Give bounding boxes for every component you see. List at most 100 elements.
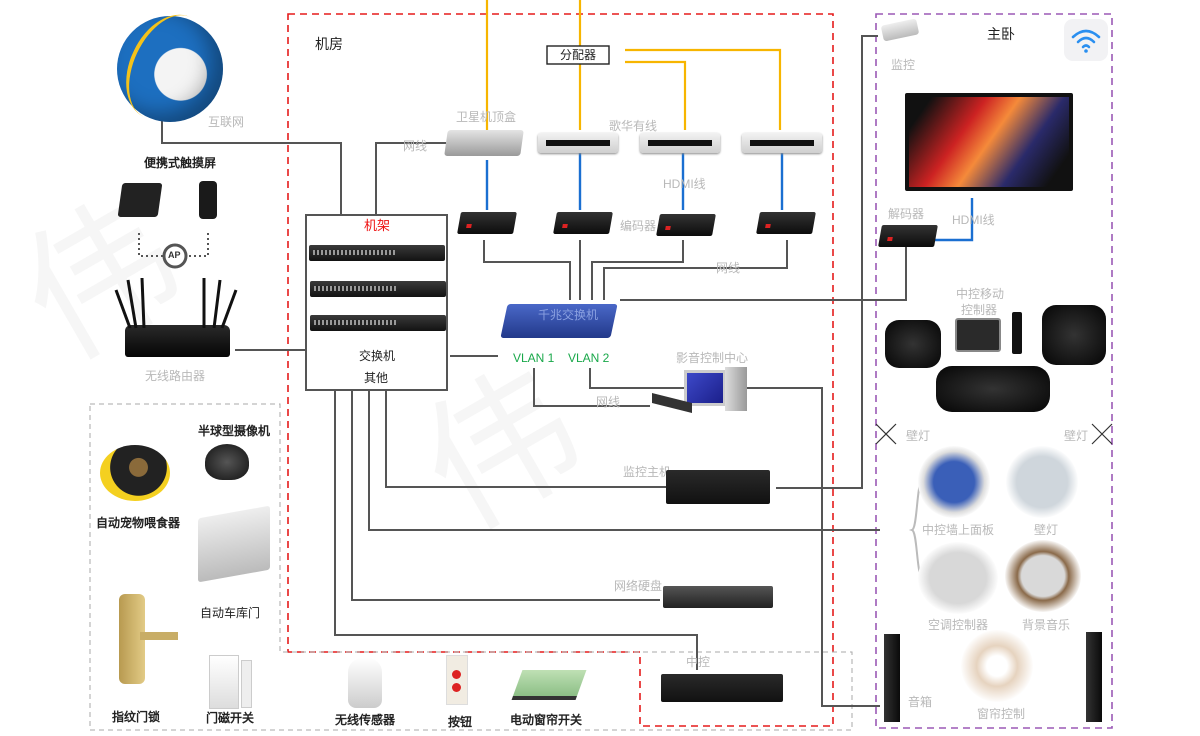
nvr-host-label: 监控主机 bbox=[623, 465, 672, 479]
network-cable-label: 网线 bbox=[403, 139, 428, 153]
rack-switch-3 bbox=[310, 315, 446, 331]
ac-controller-label: 空调控制器 bbox=[928, 618, 989, 632]
wall-tablet-icon bbox=[117, 183, 163, 217]
door-sensor-icon bbox=[209, 655, 239, 709]
speaker-left-icon bbox=[884, 634, 900, 722]
dome-camera-label: 半球型摄像机 bbox=[198, 424, 271, 438]
fingerprint-lock-label: 指纹门锁 bbox=[112, 710, 161, 724]
central-control-icon bbox=[661, 674, 783, 702]
tv-icon bbox=[905, 93, 1073, 191]
curtain-photo bbox=[961, 630, 1033, 702]
central-control-label: 中控 bbox=[686, 655, 711, 669]
wall-lamp-symbols bbox=[875, 423, 1113, 445]
wall-panel-photo bbox=[918, 446, 990, 518]
lock-handle bbox=[140, 632, 178, 640]
touch-panel-icon bbox=[955, 318, 1001, 352]
av-control-center-label: 影音控制中心 bbox=[676, 351, 749, 365]
bedroom-hdmi-label: HDMI线 bbox=[952, 213, 995, 227]
encoder-label: 编码器 bbox=[620, 219, 657, 233]
cable-tv-label: 歌华有线 bbox=[609, 119, 658, 133]
cable-tv-box-1 bbox=[538, 133, 618, 153]
router-antennas bbox=[114, 277, 238, 329]
network-disk-icon bbox=[663, 586, 773, 608]
wall-lamp-left-label: 壁灯 bbox=[906, 429, 931, 443]
curtain-switch-label: 电动窗帘开关 bbox=[510, 713, 583, 727]
button-remote-icon bbox=[446, 655, 468, 705]
decoder-label: 解码器 bbox=[888, 207, 925, 221]
pet-feeder-label: 自动宠物喂食器 bbox=[96, 516, 181, 530]
wall-lamp-right-label: 壁灯 bbox=[1064, 429, 1089, 443]
curtain-label: 窗帘控制 bbox=[977, 707, 1026, 721]
globe-icon bbox=[117, 16, 223, 122]
router-label: 无线路由器 bbox=[145, 369, 206, 383]
smartphone-icon bbox=[199, 181, 217, 219]
ap-icon bbox=[162, 243, 188, 269]
decoder-icon bbox=[878, 225, 938, 247]
machine-room-title: 机房 bbox=[315, 37, 343, 53]
bg-music-photo bbox=[1005, 540, 1081, 612]
coax-cables bbox=[485, 0, 782, 130]
ap-label: AP bbox=[168, 250, 181, 260]
wireless-router-icon bbox=[125, 325, 230, 357]
rack-switch-2 bbox=[310, 281, 446, 297]
garage-door-opener-icon bbox=[198, 505, 270, 583]
remote-control-icon bbox=[1012, 312, 1022, 354]
internet-label: 互联网 bbox=[208, 115, 245, 129]
door-magnet-icon bbox=[241, 660, 252, 708]
network-disk-label: 网络硬盘 bbox=[614, 579, 663, 593]
monitor-icon bbox=[684, 370, 726, 406]
rack-box bbox=[305, 214, 448, 391]
pc-tower-icon bbox=[725, 367, 747, 411]
encoder-1 bbox=[457, 212, 517, 234]
ac-controller-photo bbox=[918, 542, 998, 614]
mobile-controller-label-2: 控制器 bbox=[961, 303, 998, 317]
satellite-box-label: 卫星机顶盒 bbox=[456, 110, 517, 124]
bg-music-label: 背景音乐 bbox=[1022, 618, 1071, 632]
rack-switch-1 bbox=[309, 245, 445, 261]
wall-lamp-photo bbox=[1006, 446, 1078, 518]
wireless-sensor-label: 无线传感器 bbox=[335, 713, 396, 727]
button-label: 按钮 bbox=[448, 715, 473, 729]
encoder-4 bbox=[756, 212, 816, 234]
master-bedroom-zone bbox=[875, 13, 1113, 729]
vlan2-label: VLAN 2 bbox=[568, 351, 610, 365]
pet-feeder-icon bbox=[100, 445, 170, 501]
encoder-2 bbox=[553, 212, 613, 234]
wifi-icon bbox=[1064, 19, 1108, 61]
bedroom-camera-label: 监控 bbox=[891, 58, 916, 72]
door-sensor-label: 门磁开关 bbox=[206, 711, 255, 725]
cable-tv-box-3 bbox=[742, 133, 822, 153]
splitter-label: 分配器 bbox=[560, 48, 597, 62]
portable-touchscreen-title: 便携式触摸屏 bbox=[144, 156, 217, 170]
armchair-right-icon bbox=[1042, 305, 1106, 365]
wall-lamp-label: 壁灯 bbox=[1034, 523, 1059, 537]
pir-sensor-icon bbox=[348, 658, 382, 708]
satellite-box-icon bbox=[444, 130, 524, 156]
armchair-left-icon bbox=[885, 320, 941, 368]
network-cable-label-2: 网线 bbox=[716, 261, 741, 275]
rack-title: 机架 bbox=[364, 219, 391, 234]
speaker-label: 音箱 bbox=[908, 695, 933, 709]
dome-camera-icon bbox=[205, 444, 249, 480]
rack-other-label: 其他 bbox=[364, 371, 389, 385]
mobile-controller-label-1: 中控移动 bbox=[956, 287, 1005, 301]
sofa-icon bbox=[936, 366, 1050, 412]
nvr-host-icon bbox=[666, 470, 770, 504]
wall-panel-label: 中控墙上面板 bbox=[922, 523, 995, 537]
hdmi-cables bbox=[485, 152, 974, 242]
hdmi-cable-label: HDMI线 bbox=[663, 177, 706, 191]
curtain-switch-icon bbox=[511, 670, 587, 700]
peripherals-zone bbox=[89, 403, 853, 731]
rack-switch-label: 交换机 bbox=[359, 349, 396, 363]
network-cables bbox=[161, 35, 907, 707]
cable-tv-box-2 bbox=[640, 133, 720, 153]
bedroom-title: 主卧 bbox=[987, 27, 1015, 43]
gigabit-switch-label: 千兆交换机 bbox=[538, 308, 599, 322]
vlan1-label: VLAN 1 bbox=[513, 351, 555, 365]
network-cable-label-3: 网线 bbox=[596, 395, 621, 409]
encoder-3 bbox=[656, 214, 716, 236]
speaker-right-icon bbox=[1086, 632, 1102, 722]
garage-door-label: 自动车库门 bbox=[200, 606, 261, 620]
